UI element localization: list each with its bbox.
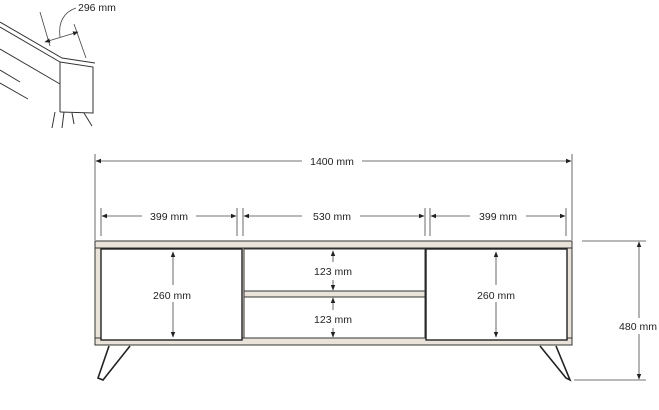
section-width-dimensions	[100, 208, 567, 236]
middle-width-label: 530 mm	[313, 211, 351, 223]
left-door	[100, 248, 243, 341]
right-door-height-label: 260 mm	[477, 290, 515, 302]
left-leg	[96, 345, 131, 381]
perspective-view	[0, 7, 96, 129]
right-cabinet-width-label: 399 mm	[479, 211, 517, 223]
left-cabinet-width-label: 399 mm	[150, 211, 188, 223]
upper-shelf-height-label: 123 mm	[314, 266, 352, 278]
depth-label: 296 mm	[78, 2, 116, 14]
left-door-height-label: 260 mm	[153, 290, 191, 302]
right-door	[425, 248, 568, 341]
total-height-label: 480 mm	[619, 321, 657, 333]
total-width-label: 1400 mm	[310, 156, 354, 168]
right-leg	[539, 345, 572, 382]
total-width-dimension	[94, 154, 573, 240]
door-height-dimensions	[170, 251, 499, 338]
total-height-dimension	[574, 240, 646, 381]
lower-shelf-height-label: 123 mm	[314, 314, 352, 326]
